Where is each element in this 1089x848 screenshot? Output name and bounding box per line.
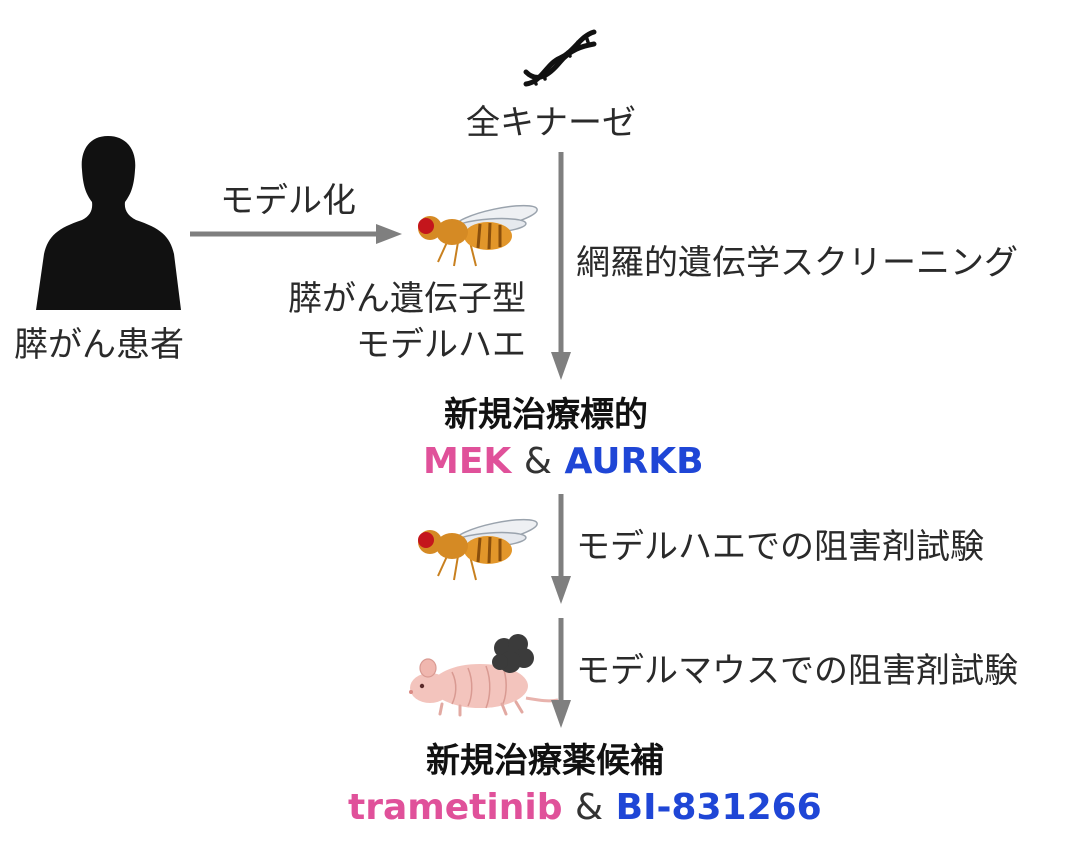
dna-icon <box>523 29 597 87</box>
drug-separator: & <box>575 787 604 828</box>
target-mek: MEK <box>423 441 512 482</box>
all-kinases-label: 全キナーゼ <box>466 103 636 143</box>
human-silhouette-icon <box>36 136 181 310</box>
fruit-fly-icon <box>418 518 538 581</box>
screening-arrow <box>551 152 571 380</box>
genotype-label-line2: モデルハエ <box>356 325 526 365</box>
targets-line: MEK & AURKB <box>423 444 704 480</box>
target-aurkb: AURKB <box>564 441 704 482</box>
drug-bi-831266: BI-831266 <box>615 787 822 828</box>
new-drug-candidates-heading: 新規治療薬候補 <box>426 741 664 781</box>
new-targets-heading: 新規治療標的 <box>444 395 648 435</box>
fruit-fly-icon <box>418 204 538 267</box>
drugs-line: trametinib & BI-831266 <box>348 790 822 826</box>
modeling-arrow <box>190 224 402 244</box>
target-separator: & <box>523 441 552 482</box>
patient-label: 膵がん患者 <box>14 325 184 365</box>
mouse-icon <box>409 658 559 717</box>
drug-trametinib: trametinib <box>348 787 563 828</box>
fly-test-arrow <box>551 494 571 604</box>
mouse-inhibitor-test-label: モデルマウスでの阻害剤試験 <box>576 651 1018 691</box>
fly-inhibitor-test-label: モデルハエでの阻害剤試験 <box>576 527 984 567</box>
genotype-label-line1: 膵がん遺伝子型 <box>288 279 526 319</box>
modeling-label: モデル化 <box>220 181 356 221</box>
tumor-icon <box>492 634 534 673</box>
mouse-test-arrow <box>551 618 571 728</box>
screening-label: 網羅的遺伝学スクリーニング <box>576 243 1018 283</box>
